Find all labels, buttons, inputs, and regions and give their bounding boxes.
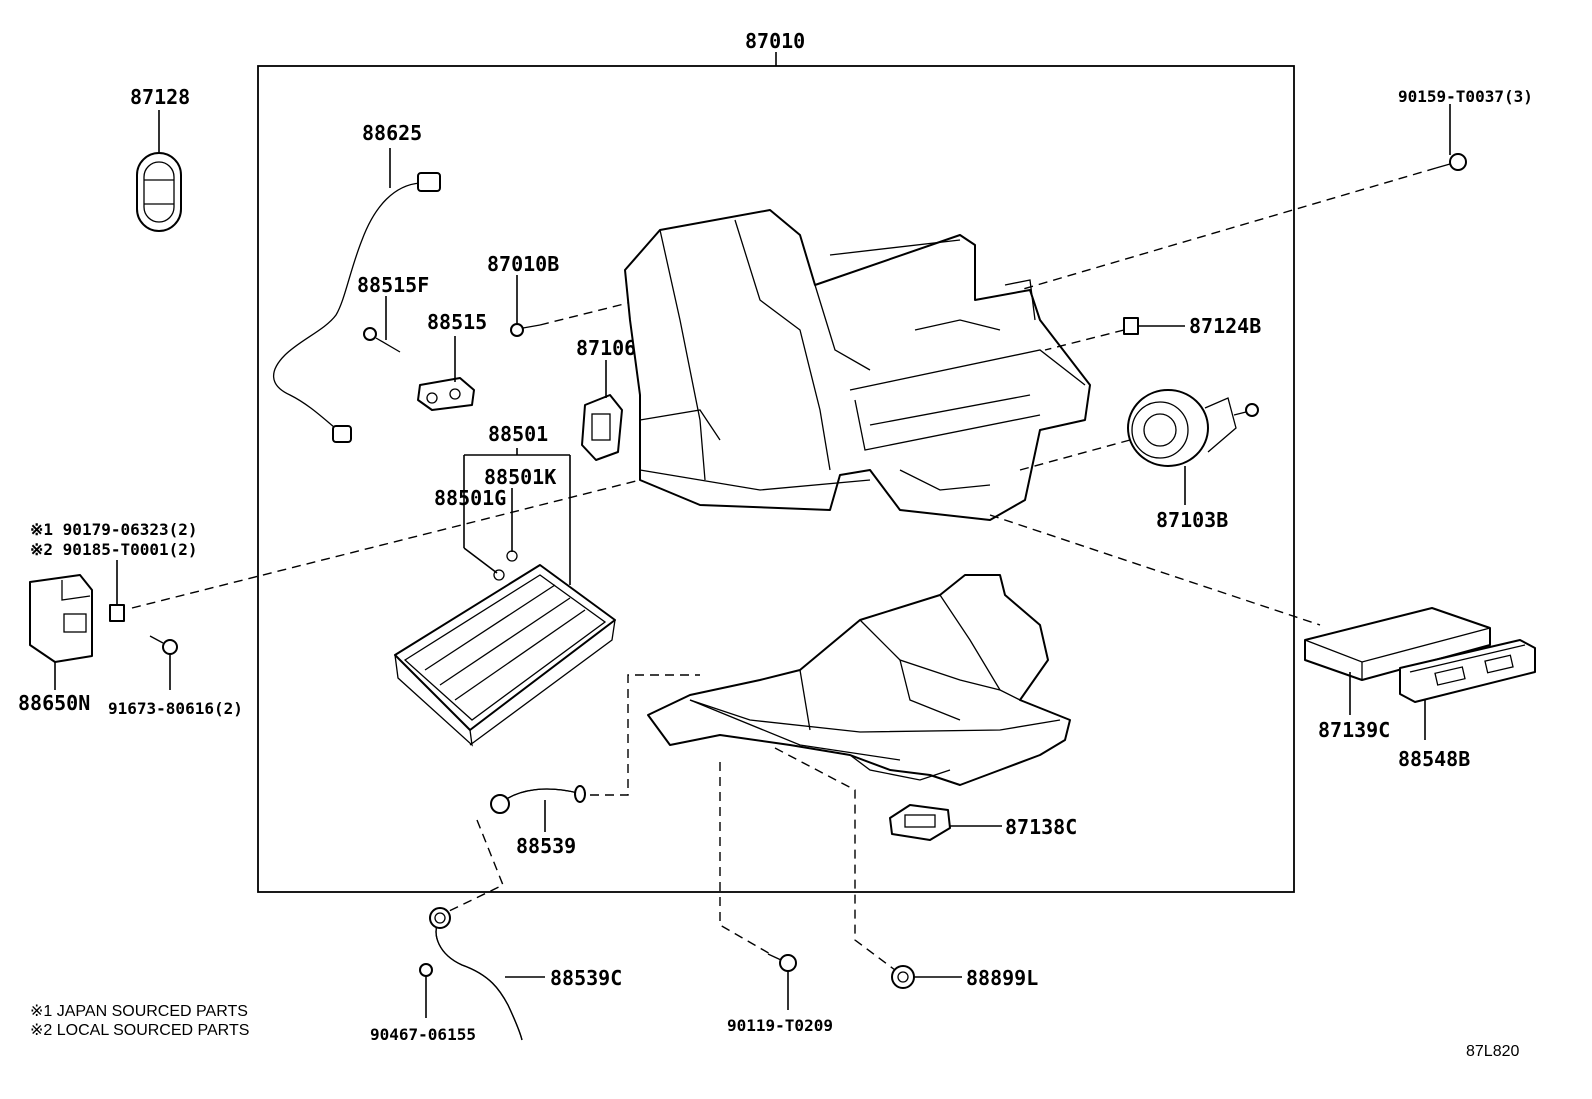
label-88650N[interactable]: 88650N [18,691,90,715]
label-88515F[interactable]: 88515F [357,273,429,297]
servo-motor-87106N-part [581,394,623,461]
blower-motor-87103B-part [1127,389,1259,467]
clip-90467-part [419,963,433,977]
label-87010[interactable]: 87010 [745,29,805,53]
pipe-88539C-part [429,907,523,1041]
lower-housing-part [647,574,1071,786]
label-88515[interactable]: 88515 [427,310,487,334]
clip-87124B-part [1123,317,1139,335]
label-90185[interactable]: ※2 90185-T0001(2) [30,540,198,559]
label-88501G[interactable]: 88501G [434,486,506,510]
grommet-87128-part [136,152,182,232]
label-88539C[interactable]: 88539C [550,966,622,990]
label-87139C[interactable]: 87139C [1318,718,1390,742]
label-91673[interactable]: 91673-80616(2) [108,699,243,718]
screw-88515F-part [363,327,401,353]
screw-90159-part [1435,153,1467,171]
pipe-88539-part [490,785,586,814]
label-88501K[interactable]: 88501K [484,465,556,489]
label-90159[interactable]: 90159-T0037(3) [1398,87,1533,106]
label-88501[interactable]: 88501 [488,422,548,446]
note-local-sourced: ※2 LOCAL SOURCED PARTS [30,1022,249,1039]
filter-cover-88548B-part [1399,639,1536,703]
sensor-wire-88625-part [272,172,441,443]
expansion-valve-88515-part [417,377,475,411]
heater-unit-housing-part [624,209,1091,521]
resistor-87138C-part [889,804,951,841]
diagram-code: 87L820 [1466,1043,1519,1060]
label-87128[interactable]: 87128 [130,85,190,109]
label-88539[interactable]: 88539 [516,834,576,858]
label-87124B[interactable]: 87124B [1189,314,1261,338]
label-90179[interactable]: ※1 90179-06323(2) [30,520,198,539]
clip-90179-part [109,604,125,622]
screw-87010B-part [510,323,541,337]
cabin-filter-87139C-part [1304,607,1491,681]
label-90119[interactable]: 90119-T0209 [727,1016,833,1035]
ecu-88650N-part [29,574,93,663]
label-90467[interactable]: 90467-06155 [370,1025,476,1044]
label-88899L[interactable]: 88899L [966,966,1038,990]
label-88548B[interactable]: 88548B [1398,747,1470,771]
note-japan-sourced: ※1 JAPAN SOURCED PARTS [30,1003,248,1020]
label-87103B[interactable]: 87103B [1156,508,1228,532]
label-88625[interactable]: 88625 [362,121,422,145]
label-87010B[interactable]: 87010B [487,252,559,276]
label-87138C[interactable]: 87138C [1005,815,1077,839]
bolt-90119-part [767,953,797,972]
evaporator-88501-part [394,564,616,747]
bolt-91673-part [149,635,178,655]
nut-88899L-part [891,965,915,989]
